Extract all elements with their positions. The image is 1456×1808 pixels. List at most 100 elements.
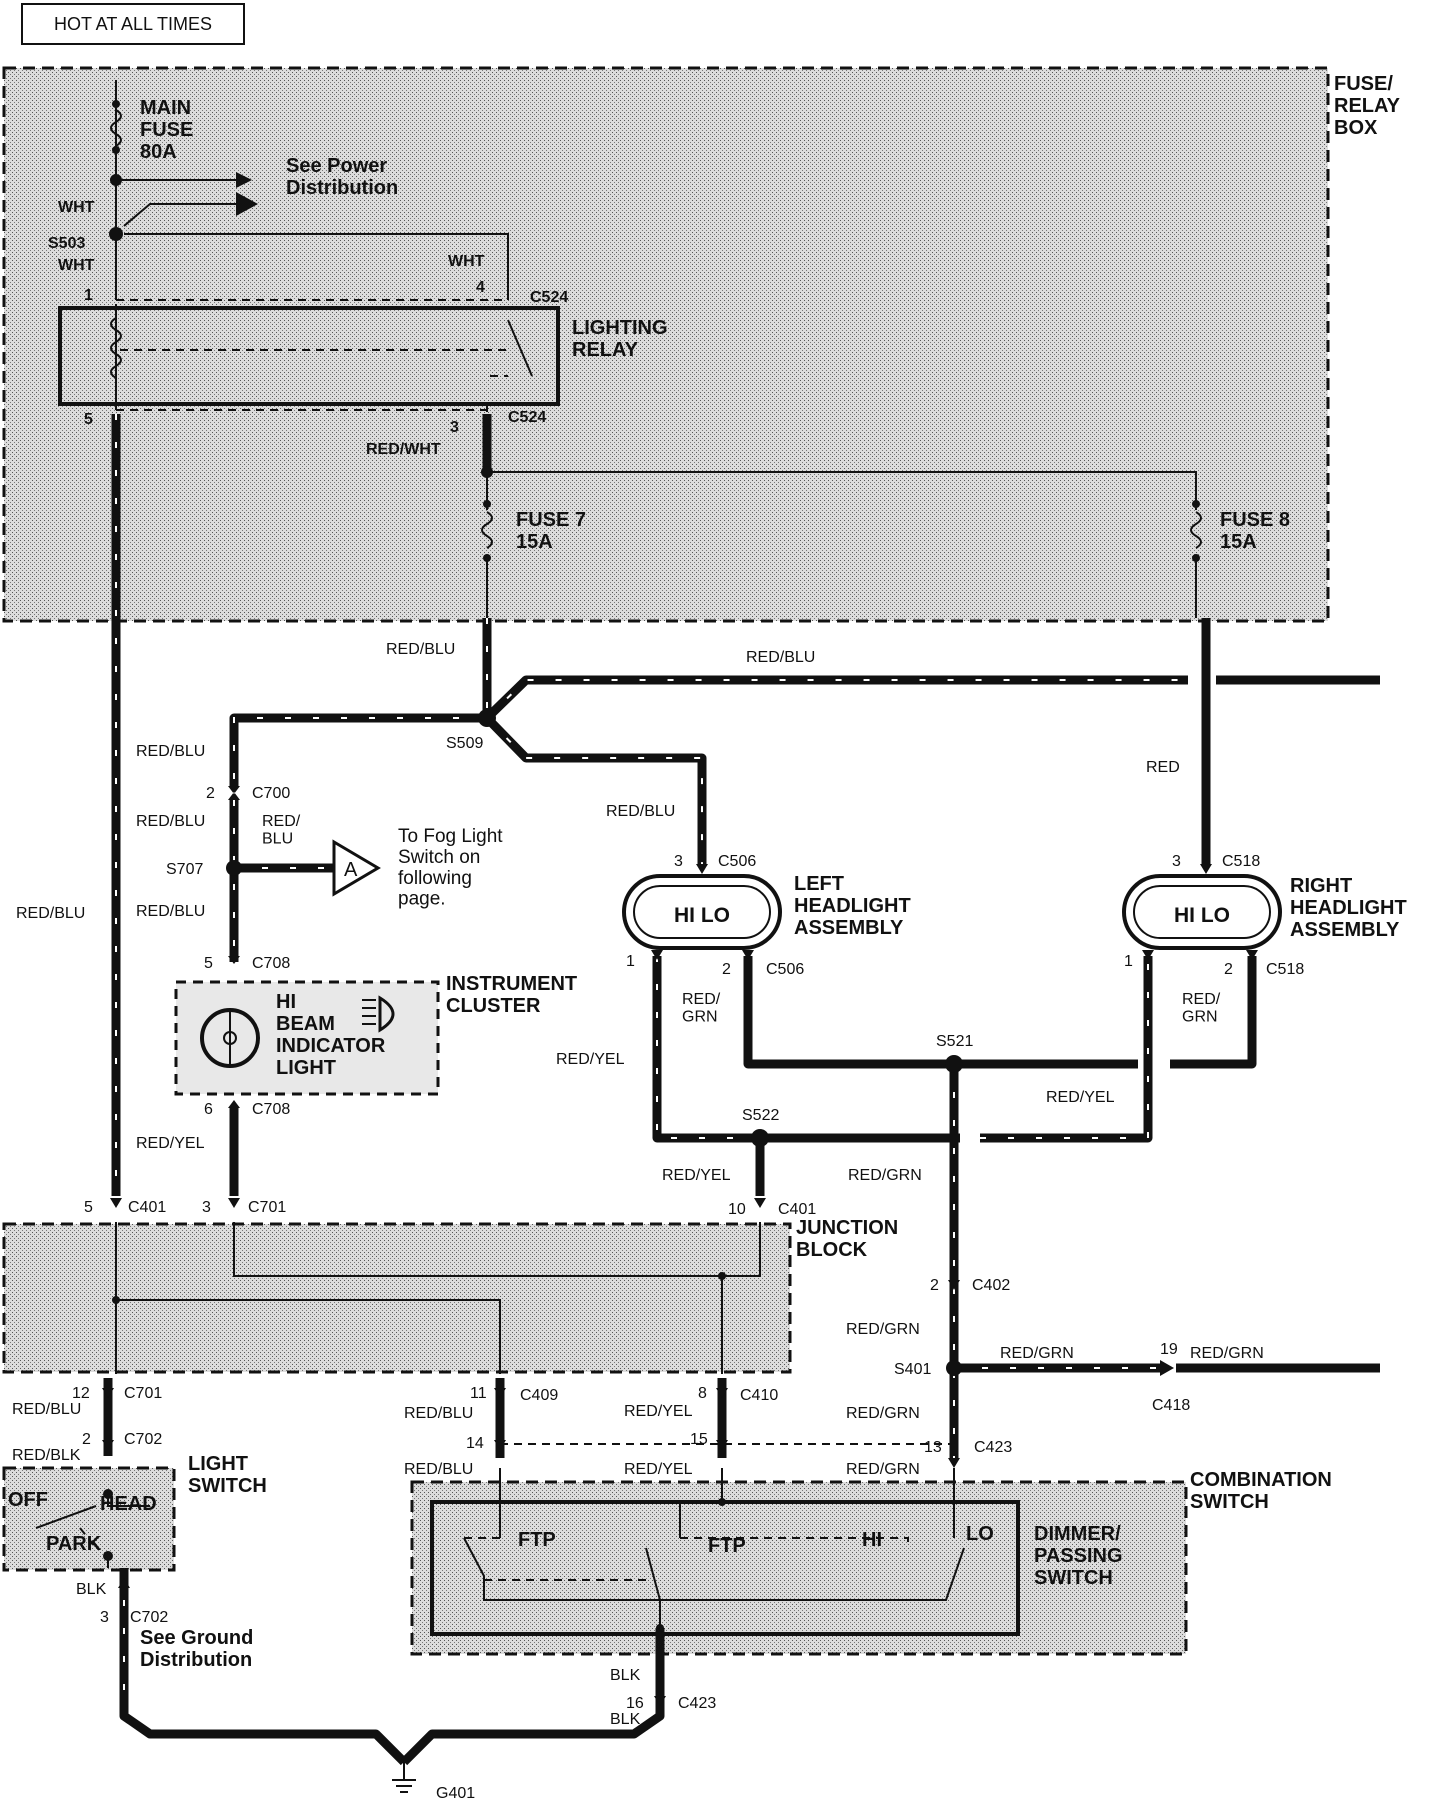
- connector-c518: C518: [1222, 853, 1260, 870]
- connector-c701: C701: [248, 1199, 286, 1216]
- switch-lo: LO: [966, 1523, 994, 1545]
- wire-label: RED/BLU: [404, 1461, 473, 1478]
- pin-number: 2: [722, 961, 731, 978]
- splice-s522: S522: [742, 1107, 779, 1124]
- power-distribution-arrows: [120, 172, 258, 227]
- connector-c418: C418: [1152, 1397, 1190, 1414]
- wire-label: RED/GRN: [846, 1461, 920, 1478]
- wire-label: RED/GRN: [848, 1167, 922, 1184]
- wire-label: RED/BLU: [404, 1405, 473, 1422]
- pin-number: 16: [626, 1695, 644, 1712]
- relay-coil-icon: [110, 317, 122, 379]
- combination-switch: [412, 1482, 1186, 1654]
- light-switch: [4, 1468, 174, 1570]
- connector-c701: C701: [124, 1385, 162, 1402]
- fog-light-connector-a: A: [332, 839, 381, 897]
- pin-number: 2: [206, 785, 215, 802]
- splice-s503: S503: [48, 235, 85, 252]
- wire-label: RED/BLU: [136, 903, 205, 920]
- wire-label: RED/BLU: [606, 803, 675, 820]
- left-headlamp-icon: HI LO: [622, 874, 782, 950]
- fuse-7-symbol: [481, 500, 493, 562]
- wire-label: WHT: [448, 253, 485, 270]
- switch-off: OFF: [8, 1489, 48, 1511]
- connector-c524: C524: [530, 289, 568, 306]
- switch-head: HEAD: [100, 1493, 157, 1515]
- switch-ftp-1: FTP: [518, 1529, 556, 1551]
- pin-number: 3: [100, 1609, 109, 1626]
- splice-s509: S509: [446, 735, 483, 752]
- wire-label: RED/WHT: [366, 441, 441, 458]
- pin-number: 2: [930, 1277, 939, 1294]
- pin-number: 4: [476, 279, 485, 296]
- wire-label: RED/GRN: [846, 1405, 920, 1422]
- pin-number: 12: [72, 1385, 90, 1402]
- switch-park: PARK: [46, 1533, 102, 1555]
- hi-beam-indicator-bulb-icon: [200, 1008, 260, 1068]
- connector-c708: C708: [252, 955, 290, 972]
- internal-wiring: [35, 80, 1197, 1628]
- pin-number: 8: [698, 1385, 707, 1402]
- wire-label: RED/YEL: [624, 1461, 693, 1478]
- pin-number: 14: [466, 1435, 484, 1452]
- wire-label: RED/BLU: [136, 813, 205, 830]
- right-headlamp-icon: HI LO: [1122, 874, 1282, 950]
- wire-label: RED/GRN: [682, 991, 721, 1026]
- connector-c702: C702: [130, 1609, 168, 1626]
- instrument-cluster: [174, 980, 440, 1096]
- wire-label: RED/BLU: [386, 641, 455, 658]
- splice-s707: S707: [166, 861, 203, 878]
- ground-g401: G401: [436, 1785, 475, 1802]
- connector-c708: C708: [252, 1101, 290, 1118]
- connector-c700: C700: [252, 785, 290, 802]
- connector-c423: C423: [974, 1439, 1012, 1456]
- wire-label: RED/GRN: [1000, 1345, 1074, 1362]
- connector-c402: C402: [972, 1277, 1010, 1294]
- junction-block: [4, 1224, 790, 1372]
- connector-c401: C401: [778, 1201, 816, 1218]
- wire-label: RED/BLU: [136, 743, 205, 760]
- hot-at-all-times-box: HOT AT ALL TIMES: [21, 3, 245, 45]
- wire-label: RED/BLK: [12, 1447, 81, 1464]
- pin-number: 15: [690, 1431, 708, 1448]
- pin-number: 11: [470, 1385, 487, 1402]
- pin-number: 5: [84, 411, 93, 428]
- wire-label: WHT: [58, 199, 95, 216]
- connector-c410: C410: [740, 1387, 778, 1404]
- pin-number: 10: [728, 1201, 746, 1218]
- pin-number: 3: [202, 1199, 211, 1216]
- svg-text:HOT AT ALL TIMES: HOT AT ALL TIMES: [54, 14, 212, 34]
- connector-c409: C409: [520, 1387, 558, 1404]
- wire-label: RED/BLU: [262, 813, 301, 848]
- svg-text:HI LO: HI LO: [1174, 904, 1230, 927]
- connector-c401: C401: [128, 1199, 166, 1216]
- pin-number: 19: [1160, 1341, 1178, 1358]
- wire-label: RED/YEL: [1046, 1089, 1115, 1106]
- pin-number: 5: [84, 1199, 93, 1216]
- wire-label: WHT: [58, 257, 95, 274]
- wire-label: RED/YEL: [662, 1167, 731, 1184]
- wire-label: BLK: [610, 1667, 641, 1684]
- svg-text:HI LO: HI LO: [674, 904, 730, 927]
- connector-c524: C524: [508, 409, 546, 426]
- connector-c506: C506: [766, 961, 804, 978]
- pin-number: 3: [674, 853, 683, 870]
- pin-number: 1: [84, 287, 93, 304]
- svg-text:A: A: [344, 859, 358, 881]
- high-beam-icon: [362, 995, 395, 1033]
- pin-number: 3: [1172, 853, 1181, 870]
